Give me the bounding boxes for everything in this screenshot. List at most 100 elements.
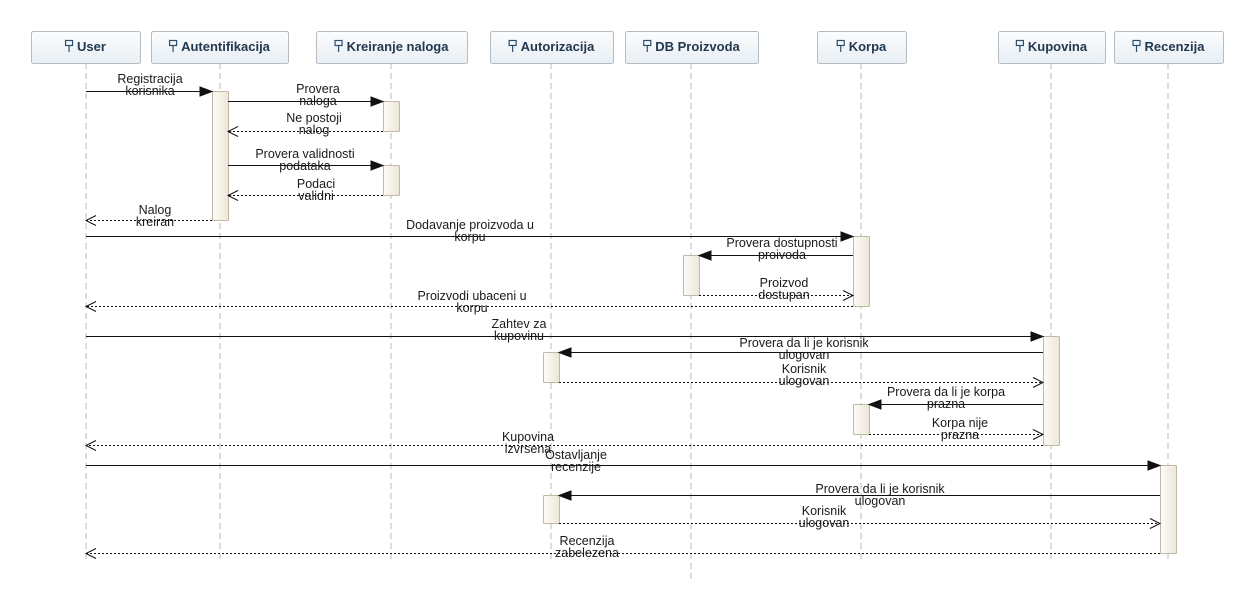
lifelines [85, 63, 1169, 580]
message-label-line: Zahtev za [492, 317, 547, 331]
participant-box [625, 31, 759, 64]
open-arrowhead [226, 126, 239, 137]
message-label-line: podataka [279, 159, 330, 173]
message-label-line: zabelezena [555, 546, 619, 560]
activation-bar-kreiranje [383, 165, 400, 196]
activation-bar-recenzija [1160, 465, 1177, 554]
filled-arrowhead [557, 490, 572, 501]
participant-box [316, 31, 468, 64]
lifeline-icon [836, 39, 845, 52]
participant-kupovina[interactable]: Kupovina [998, 31, 1106, 64]
message-label-line: nalog [299, 123, 330, 137]
open-arrowhead [84, 301, 97, 312]
participant-box [1114, 31, 1224, 64]
activation-bar-korpa [853, 404, 870, 435]
message-label-line: proivoda [758, 248, 806, 262]
message-label-line: Podaci [297, 177, 335, 191]
message-label-line: prazna [941, 428, 979, 442]
message-label-line: Ne postoji [286, 111, 342, 125]
participant-kreiranje[interactable]: Kreiranje naloga [316, 31, 468, 64]
filled-arrowhead [1030, 331, 1045, 342]
activation-bar-kreiranje [383, 101, 400, 132]
participant-user[interactable]: User [31, 31, 141, 64]
participant-headers: User Autentifikacija Kreiranje naloga Autor… [31, 31, 1224, 64]
lifeline-icon [334, 39, 343, 52]
filled-arrowhead [557, 347, 572, 358]
participant-box [817, 31, 907, 64]
filled-arrowhead [867, 399, 882, 410]
message-label-line: ulogovan [855, 494, 906, 508]
filled-arrowhead [1147, 460, 1162, 471]
activation-bars [212, 91, 1177, 554]
message-label-line: Provera validnosti [255, 147, 354, 161]
activation-bar-korpa [853, 236, 870, 307]
message-label-line: naloga [299, 94, 337, 108]
participant-autorizacija[interactable]: Autorizacija [490, 31, 614, 64]
lifeline-icon [64, 39, 74, 52]
message-label-line: ulogovan [779, 374, 830, 388]
activation-bar-autorizacija [543, 352, 560, 383]
message-label-line: korpu [456, 301, 487, 315]
activation-bar-autorizacija [543, 495, 560, 524]
message-label-line: Proizvodi ubaceni u [417, 289, 526, 303]
participant-auth[interactable]: Autentifikacija [151, 31, 289, 64]
participant-name: Kreiranje naloga [347, 39, 450, 54]
message-label-line: dostupan [758, 288, 809, 302]
message-label-line: Korpa nije [932, 416, 988, 430]
message-label-line: kupovinu [494, 329, 544, 343]
participant-recenzija[interactable]: Recenzija [1114, 31, 1224, 64]
participant-box [998, 31, 1106, 64]
message-label-line: Recenzija [560, 534, 615, 548]
open-arrowhead [226, 190, 239, 201]
filled-arrowhead [840, 231, 855, 242]
filled-arrowhead [199, 86, 214, 97]
participant-korpa[interactable]: Korpa [817, 31, 907, 64]
open-arrowhead [84, 548, 97, 559]
message-label-line: Provera dostupnosti [726, 236, 837, 250]
lifeline-icon [168, 39, 178, 52]
participant-box [151, 31, 289, 64]
message-label-line: Korisnik [782, 362, 827, 376]
participant-name: Autentifikacija [181, 39, 271, 54]
lifeline-icon [1015, 39, 1024, 52]
open-arrowhead [84, 215, 97, 226]
filled-arrowhead [370, 96, 385, 107]
lifeline-icon [508, 39, 517, 52]
message-label-line: Proizvod [760, 276, 809, 290]
message-label-line: prazna [927, 397, 965, 411]
open-arrowhead [84, 440, 97, 451]
message-label-line: izvrsena [505, 442, 552, 456]
open-arrowhead [1032, 377, 1045, 388]
message-label-line: validni [298, 189, 333, 203]
open-arrowhead [1149, 518, 1162, 529]
message-label-line: Provera da li je korisnik [815, 482, 945, 496]
message-label-line: Registracija [117, 72, 182, 86]
lifeline-icon [643, 39, 652, 52]
filled-arrowhead [697, 250, 712, 261]
participant-db[interactable]: DB Proizvoda [625, 31, 759, 64]
message-label-line: Kupovina [502, 430, 554, 444]
activation-bar-kupovina [1043, 336, 1060, 446]
message-label-line: recenzije [551, 460, 601, 474]
